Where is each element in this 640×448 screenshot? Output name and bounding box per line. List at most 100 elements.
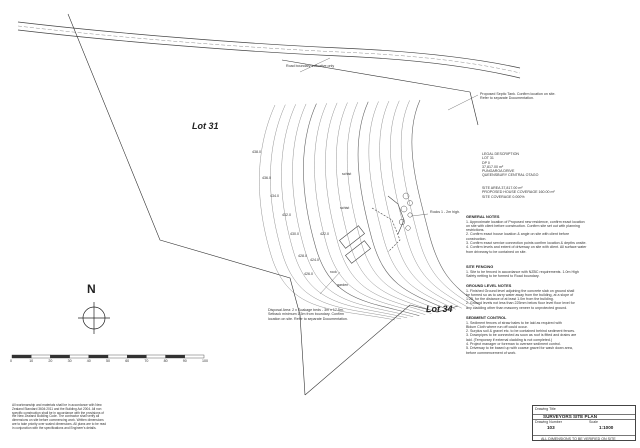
legal-description-line: 37,817.00 m² bbox=[482, 164, 504, 169]
drawing-number: 103 bbox=[547, 425, 555, 430]
general-notes: GENERAL NOTES 1. Approximate location of… bbox=[466, 212, 586, 254]
scale-bar-tick-label: 0 bbox=[10, 359, 12, 363]
contour-line bbox=[347, 102, 444, 312]
general-note-line: from driveway to be contained on site. bbox=[466, 249, 527, 254]
contour-line bbox=[368, 101, 456, 310]
contour-line bbox=[411, 99, 481, 306]
ground-level-heading: GROUND LEVEL NOTES bbox=[466, 283, 512, 288]
site-area-line: SITE COVERAGE 0.000% bbox=[482, 194, 525, 199]
road-boundary-label: Road boundary indicative only bbox=[286, 64, 335, 68]
sediment-note-line: 4. Project manager or foreman to oversee… bbox=[466, 342, 561, 347]
sediment-control: SEDIMENT CONTROL 1. Sediment fences of s… bbox=[466, 313, 576, 355]
site-area-line: SITE AREA 37,817.00 m² bbox=[482, 186, 523, 190]
scale-bar-segment bbox=[50, 354, 70, 359]
scale-bar-tick-label: 40 bbox=[86, 359, 91, 363]
rock-label: rock bbox=[330, 270, 337, 274]
ground-level-note-line: 1:25, for the distance of at least 1.0m … bbox=[466, 297, 554, 302]
scale-bar-segment bbox=[69, 354, 89, 359]
scale-bar-segment bbox=[88, 354, 109, 359]
legal-description-line: LOT 31 bbox=[482, 156, 494, 161]
general-note-line: restrictions. bbox=[466, 228, 485, 233]
sediment-note-line: 3. Downpipes to be connected as soon as … bbox=[466, 333, 577, 338]
workmanship-note-line: specific construction shall be in accord… bbox=[12, 410, 104, 415]
sediment-note-line: 2. Surplus soil & gravel etc. to be cont… bbox=[466, 329, 576, 334]
lot-31-label: Lot 31 bbox=[192, 121, 219, 131]
scale-bar-tick-label: 80 bbox=[163, 359, 168, 363]
sediment-note-line: 5. Driveway to be based up with coarse g… bbox=[466, 346, 573, 351]
general-note-line: on site with client before construction.… bbox=[466, 223, 580, 228]
garden-label: garden bbox=[337, 283, 349, 287]
workmanship-note-line: All workmanship and materials shall be i… bbox=[12, 403, 102, 407]
contour-lines bbox=[259, 99, 481, 321]
scale-bar-segment bbox=[184, 354, 205, 359]
contour-line bbox=[400, 100, 475, 307]
building-platform bbox=[339, 195, 405, 264]
drawing-title: SURVEYORS SITE PLAN bbox=[543, 414, 598, 419]
scale-bar-segment bbox=[146, 354, 166, 359]
scale-bar-segment bbox=[165, 354, 186, 359]
contour-label: 424.0 bbox=[310, 258, 319, 262]
workmanship-note-line: the New Zealand Building Code. The contr… bbox=[12, 414, 100, 419]
site-fencing: SITE FENCING 1. Site to be fenced in acc… bbox=[466, 262, 579, 278]
north-arrow-symbol bbox=[78, 302, 110, 334]
site-fencing-heading: SITE FENCING bbox=[466, 264, 494, 269]
sediment-note-line: before commencement of work. bbox=[466, 350, 517, 355]
contour-label: 436.0 bbox=[262, 176, 271, 180]
disposal-area-note: Disposal Area: 2 x Soakage beds - 3m x 1… bbox=[268, 308, 348, 321]
scale-label: Scale bbox=[589, 420, 598, 424]
ground-level-note-line: 2. Ground levels not less than 225mm bel… bbox=[466, 301, 575, 306]
contour-line bbox=[303, 103, 420, 317]
contour-line bbox=[357, 101, 450, 311]
workmanship-note-line: Zealand Standard 3604:2011 and the Build… bbox=[12, 406, 102, 411]
contour-label: 432.0 bbox=[282, 213, 291, 217]
sediment-note-line: 1. Sediment fences of straw bales to be … bbox=[466, 320, 562, 325]
contour-label: 438.0 bbox=[252, 150, 261, 154]
rocks-cluster bbox=[398, 192, 413, 231]
general-note-line: 3. Confirm exact service connection poin… bbox=[466, 241, 587, 246]
sediment-note-line: laid. (Temporary if external cladding is… bbox=[466, 337, 553, 342]
legal-description-line: PUNGAROA DRIVE bbox=[482, 169, 515, 174]
ground-level-notes: GROUND LEVEL NOTES 1. Finished Ground le… bbox=[466, 281, 575, 310]
general-note-line: construction. bbox=[466, 236, 487, 241]
scale-bar-segment bbox=[31, 354, 51, 359]
contour-label: 428.0 bbox=[298, 254, 307, 258]
drawing-title-label: Drawing Title bbox=[535, 407, 556, 411]
scale-bar-tick-label: 60 bbox=[125, 359, 130, 363]
site-fencing-line: 1. Site to be fenced in accordance with … bbox=[466, 269, 579, 274]
contour-line bbox=[390, 100, 468, 308]
leader-lines bbox=[299, 57, 479, 295]
scale-bar-tick-label: 100 bbox=[202, 359, 208, 363]
contour-label: 434.0 bbox=[270, 194, 279, 198]
sediment-note-line: Bidum Cloth where run off could occur. bbox=[466, 324, 528, 329]
ground-level-note-line: be formed so as to carry water away from… bbox=[466, 292, 574, 297]
ground-level-note-line: any cladding other than masonry veneer t… bbox=[466, 305, 568, 310]
general-notes-heading: GENERAL NOTES bbox=[466, 214, 500, 219]
road bbox=[17, 21, 521, 79]
north-arrow-letter: N bbox=[87, 282, 96, 296]
legal-description-line: QUEENSBURY CENTRAL OTAGO bbox=[482, 173, 539, 178]
legal-description-line: DP 0 bbox=[482, 160, 490, 165]
title-block: Drawing Title SURVEYORS SITE PLAN Drawin… bbox=[532, 405, 636, 441]
workmanship-note: All workmanship and materials shall be i… bbox=[12, 403, 106, 431]
scale-bar bbox=[11, 354, 205, 359]
scale-value: 1:1000 bbox=[599, 425, 614, 430]
workmanship-note-line: dimensions on site before commencing wor… bbox=[12, 418, 104, 423]
sediment-control-heading: SEDIMENT CONTROL bbox=[466, 315, 507, 320]
contour-label: 422.0 bbox=[320, 232, 329, 236]
schist-label-1: schist bbox=[342, 172, 352, 176]
schist-label-2: schist bbox=[340, 206, 350, 210]
scale-bar-segment bbox=[107, 354, 128, 359]
lot-34-label: Lot 34 bbox=[426, 304, 453, 314]
contour-line bbox=[379, 100, 462, 309]
contour-line bbox=[314, 103, 426, 315]
contour-line bbox=[270, 104, 402, 320]
scale-bar-tick-label: 20 bbox=[48, 359, 53, 363]
scale-bar-tick-label: 30 bbox=[67, 359, 72, 363]
site-area-line: PROPOSED HOUSE COVERAGE 160.00 m² bbox=[482, 190, 555, 195]
general-note-line: 4. Confirm levels and extent of driveway… bbox=[466, 245, 587, 250]
scale-bar-tick-label: 90 bbox=[182, 359, 187, 363]
